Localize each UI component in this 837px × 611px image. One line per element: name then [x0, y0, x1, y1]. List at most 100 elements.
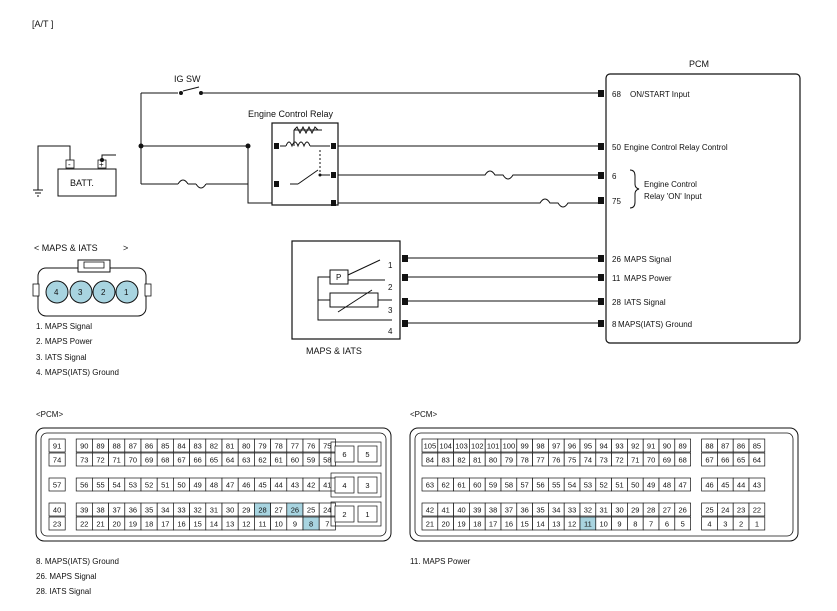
pcm-pin-cell-label: 24 [721, 506, 729, 515]
pcm-pin-cell-label: 88 [113, 442, 121, 451]
pcm-side-pin-label: 1 [365, 510, 369, 519]
maps-legend-2: 2. MAPS Power [36, 337, 93, 346]
pcm-pin-cell-label: 65 [737, 456, 745, 465]
sensor-pin-2: 2 [388, 283, 393, 292]
ground-icon [33, 189, 43, 197]
pcm-pin-cell-label: 37 [113, 506, 121, 515]
pcm-pin-cell-label: 54 [568, 481, 576, 490]
pcm-pin-75-num: 75 [612, 197, 621, 206]
pcm-side-pin-label: 4 [342, 481, 346, 490]
pcm-pin-cell-label: 26 [679, 506, 687, 515]
pcm-pin-cell-label: 43 [291, 481, 299, 490]
pcm-pin-cell-label: 29 [242, 506, 250, 515]
pcm-pin-cell-label: 19 [129, 520, 137, 529]
pcm-pin-cell-label: 55 [552, 481, 560, 490]
pcm-pin-cell-label: 39 [473, 506, 481, 515]
pcm-pin-cell-label: 94 [600, 442, 608, 451]
pcm-pin-cell-label: 50 [631, 481, 639, 490]
pcm-pin-cell-label: 13 [552, 520, 560, 529]
pcm-side-pin-label: 6 [342, 450, 346, 459]
relay-on-input-wire-6 [338, 170, 598, 180]
pcm-pin-28-label: IATS Signal [624, 298, 666, 307]
pcm-pin-cell-label: 35 [536, 506, 544, 515]
maps-pin-3: 3 [78, 288, 83, 297]
pcm-pin-cell-label: 55 [96, 481, 104, 490]
pcm-pin-cell-label: 84 [177, 442, 185, 451]
pcm-pin-cell-label: 100 [503, 442, 516, 451]
pcm-pin-cell-label: 23 [53, 520, 61, 529]
pcm-pin-cell-label: 77 [291, 442, 299, 451]
pcm-pin-26: 26 MAPS Signal [612, 255, 671, 264]
relay-on-input-wire-75 [338, 198, 598, 208]
pcm-pin-26-label: MAPS Signal [624, 255, 671, 264]
pcm-pin-cell-label: 90 [663, 442, 671, 451]
sensor-terminals [402, 255, 408, 327]
pcm-pin-cell-label: 64 [753, 456, 761, 465]
pcm-pin-cell-label: 16 [505, 520, 513, 529]
pcm-side-pin [357, 445, 378, 463]
relay-switch [290, 150, 330, 185]
brace-label-line-2: Relay 'ON' Input [644, 192, 703, 201]
thermistor-arrow [337, 289, 373, 313]
pcm-pin-cell-label: 3 [723, 520, 727, 529]
pcm-pin-cell-label: 54 [113, 481, 121, 490]
pcm-pin-cell-label: 82 [457, 456, 465, 465]
pcm-pin-cell-label: 32 [584, 506, 592, 515]
pcm-pin-cell-label: 7 [649, 520, 653, 529]
pcm-pin-cell-label: 44 [737, 481, 745, 490]
pcm-pin-cell-label: 52 [600, 481, 608, 490]
pcm-pin-cell-label: 22 [753, 506, 761, 515]
pcm-pin-cell-label: 44 [275, 481, 283, 490]
pcm-side-pin [334, 445, 355, 463]
pcm-pin-cell-label: 103 [455, 442, 468, 451]
battery-pos-lead [101, 154, 116, 160]
pcm-pin-cell-label: 53 [129, 481, 137, 490]
ground-wire [37, 145, 71, 190]
pcm-pin-cell-label: 11 [584, 520, 592, 529]
sensor-internal-wiring [317, 259, 392, 321]
pcm-pin-cell-label: 84 [426, 456, 434, 465]
pcm-pin-cell-label: 71 [631, 456, 639, 465]
pcm-pin-cell-label: 89 [679, 442, 687, 451]
pcm-pin-cell-label: 20 [442, 520, 450, 529]
pcm-pin-8-label: MAPS(IATS) Ground [618, 320, 692, 329]
pcm-pin-cell-label: 67 [705, 456, 713, 465]
pcm-pin-cell-label: 99 [521, 442, 529, 451]
pressure-sensor-label: P [336, 273, 341, 282]
pcm-pin-cell-label: 27 [275, 506, 283, 515]
pcm-pin-cell-label: 43 [753, 481, 761, 490]
maps-pin-2: 2 [101, 288, 106, 297]
pcm-pin-cell [48, 516, 66, 531]
pcm-pin-cell-label: 64 [226, 456, 234, 465]
pcm-pin-cell-label: 80 [489, 456, 497, 465]
pcm-pin-cell-label: 101 [487, 442, 500, 451]
maps-legend-1: 1. MAPS Signal [36, 322, 92, 331]
pcm-pin-cell [748, 502, 766, 517]
pcm-pin-cell-label: 85 [161, 442, 169, 451]
pcm-pin-cell-label: 80 [242, 442, 250, 451]
pcm-pin-cell [674, 438, 691, 453]
pcm-label: PCM [689, 59, 709, 69]
pcm-pin-cell-label: 45 [721, 481, 729, 490]
pcm-pin-cell [748, 477, 766, 492]
pcm-pin-cell-label: 17 [161, 520, 169, 529]
pcm-pin-cell-label: 38 [96, 506, 104, 515]
pcm-pin-cell-label: 33 [568, 506, 576, 515]
pcm-pin-cell-label: 93 [615, 442, 623, 451]
pcm-pin-cell-label: 14 [536, 520, 544, 529]
pcm-terminals [598, 90, 604, 327]
pcm-pin-cell-label: 97 [552, 442, 560, 451]
pcm-pin-cell-label: 70 [129, 456, 137, 465]
pcm-pin-cell-label: 2 [739, 520, 743, 529]
pcm-pin-cell [748, 452, 766, 467]
pcm-pin-cell-label: 79 [258, 442, 266, 451]
pcm-side-pin-group [330, 441, 382, 467]
pcm-right-title: <PCM> [410, 410, 437, 419]
sensor-pin-3: 3 [388, 306, 393, 315]
pcm-pin-cell-label: 81 [473, 456, 481, 465]
pcm-pin-cell-label: 69 [663, 456, 671, 465]
pcm-pin-cell-label: 7 [325, 520, 329, 529]
pcm-side-pin-group [330, 501, 382, 527]
